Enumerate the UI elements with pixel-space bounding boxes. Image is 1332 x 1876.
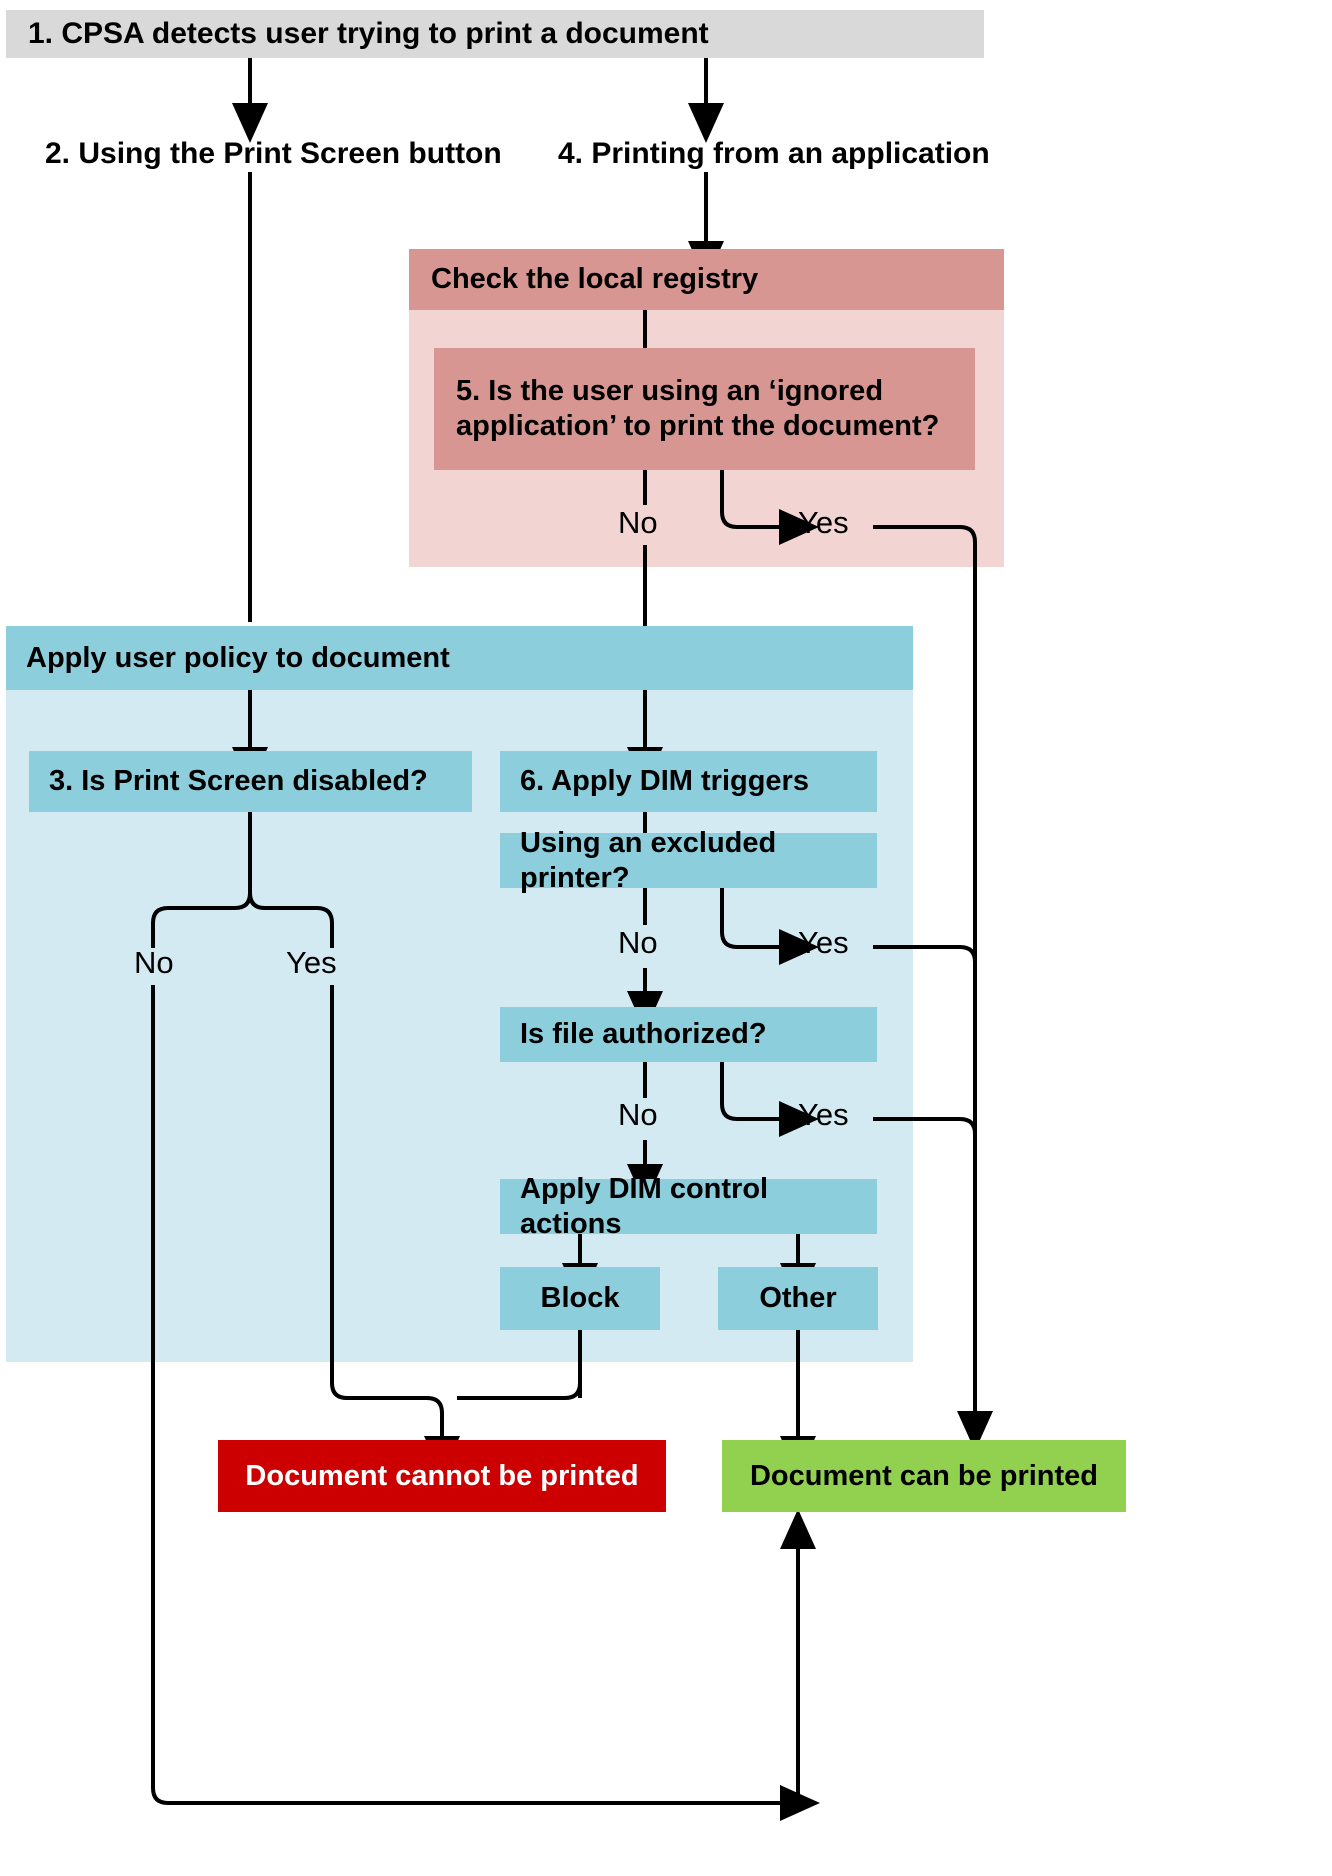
edge-label-registry-no: No — [618, 505, 658, 540]
node-cpsa-detects-print[interactable]: 1. CPSA detects user trying to print a d… — [6, 10, 984, 58]
node-block[interactable]: Block — [500, 1267, 660, 1330]
policy-lane-background — [6, 626, 913, 1362]
node-other[interactable]: Other — [718, 1267, 878, 1330]
node-document-can-be-printed[interactable]: Document can be printed — [722, 1440, 1126, 1512]
node-apply-dim-control-actions[interactable]: Apply DIM control actions — [500, 1173, 877, 1240]
label-printing-from-application: 4. Printing from an application — [558, 137, 990, 170]
node-ignored-application-decision[interactable]: 5. Is the user using an ‘ignored applica… — [434, 348, 975, 470]
node-using-excluded-printer[interactable]: Using an excluded printer? — [500, 827, 877, 894]
edge-label-registry-yes: Yes — [798, 505, 849, 540]
edge-label-file-authorized-no: No — [618, 1097, 658, 1132]
node-print-screen-disabled-decision[interactable]: 3. Is Print Screen disabled? — [29, 751, 472, 812]
node-check-local-registry[interactable]: Check the local registry — [409, 249, 1004, 310]
edge-label-print-screen-no: No — [134, 945, 174, 980]
edge-label-excluded-printer-yes: Yes — [798, 925, 849, 960]
node-document-cannot-be-printed[interactable]: Document cannot be printed — [218, 1440, 666, 1512]
node-ignored-application-decision-text: 5. Is the user using an ‘ignored applica… — [456, 375, 940, 442]
node-is-file-authorized[interactable]: Is file authorized? — [500, 1007, 877, 1062]
edge-label-file-authorized-yes: Yes — [798, 1097, 849, 1132]
edge-label-print-screen-yes: Yes — [286, 945, 337, 980]
edge-label-excluded-printer-no: No — [618, 925, 658, 960]
label-using-print-screen-button: 2. Using the Print Screen button — [45, 137, 502, 170]
node-apply-user-policy[interactable]: Apply user policy to document — [6, 626, 913, 690]
node-apply-dim-triggers[interactable]: 6. Apply DIM triggers — [500, 751, 877, 812]
